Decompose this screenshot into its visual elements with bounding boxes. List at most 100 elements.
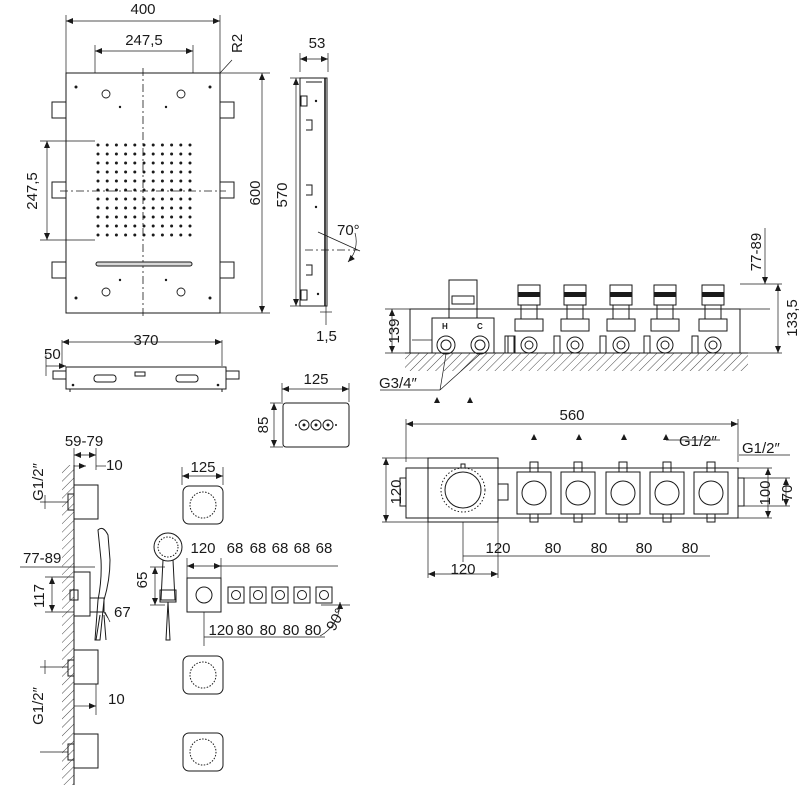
nozzle-hole [114, 206, 118, 210]
nozzle-hole [142, 224, 146, 228]
dim-corner-radius: R2 [229, 34, 246, 53]
dim-wall-thread-2: G1/2″ [30, 686, 47, 725]
nozzle-hole [133, 233, 137, 237]
nozzle-hole [114, 188, 118, 192]
nozzle-hole [179, 161, 183, 165]
dim-hand-height: 65 [134, 572, 151, 589]
dim-plate-width: 125 [303, 371, 328, 388]
nozzle-hole [151, 233, 155, 237]
nozzle-hole [114, 233, 118, 237]
nozzle-hole [188, 188, 192, 192]
front-button [293, 586, 311, 604]
dim-wall-depth-range: 77-89 [23, 550, 61, 567]
dim-block-height: 120 [388, 479, 405, 504]
nozzle-hole [142, 161, 146, 165]
dim-side-offset: 1,5 [316, 328, 337, 345]
front-button [315, 586, 333, 604]
body-jets [181, 467, 224, 772]
nozzle-hole [105, 197, 109, 201]
nozzle-hole [151, 215, 155, 219]
dim-jet-width: 125 [190, 459, 215, 476]
nozzle-hole [151, 143, 155, 147]
dim-spacing-5: 80 [682, 540, 699, 557]
nozzle-hole [96, 215, 100, 219]
dim-spray-width: 247,5 [125, 32, 163, 49]
panel-side-view [290, 53, 361, 325]
nozzle-hole [160, 224, 164, 228]
nozzle-hole [179, 143, 183, 147]
nozzle-hole [142, 170, 146, 174]
nozzle-hole [170, 170, 174, 174]
dim-body-height-1: 100 [757, 480, 774, 505]
dim-panel-height: 600 [247, 180, 264, 205]
nozzle-hole [160, 188, 164, 192]
nozzle-hole [124, 215, 128, 219]
nozzle-hole [124, 233, 128, 237]
dim-outlet-range: 77-89 [748, 233, 765, 271]
nozzle-hole [179, 224, 183, 228]
nozzle-hole [142, 152, 146, 156]
front-outlet [649, 461, 685, 523]
valve-cartridge [507, 284, 544, 354]
nozzle-hole [142, 143, 146, 147]
nozzle-hole [114, 161, 118, 165]
dim-bottom-width: 370 [133, 332, 158, 349]
nozzle-hole [142, 233, 146, 237]
nozzle-hole [151, 188, 155, 192]
dim-front-spacing-first: 120 [208, 622, 233, 639]
nozzle-hole [151, 224, 155, 228]
nozzle-hole [105, 170, 109, 174]
nozzle-hole [188, 143, 192, 147]
valve-cartridges [504, 284, 728, 354]
nozzle-hole [142, 197, 146, 201]
front-outlet [605, 461, 641, 523]
nozzle-hole [133, 197, 137, 201]
dim-front-pitch-4: 68 [294, 540, 311, 557]
nozzle-hole [105, 224, 109, 228]
valve-side-view [380, 228, 782, 403]
nozzle-hole [124, 197, 128, 201]
dim-valve-depth: 139 [386, 318, 403, 343]
nozzle-hole [133, 206, 137, 210]
nozzle-hole [96, 152, 100, 156]
nozzle-hole [133, 179, 137, 183]
nozzle-hole [114, 224, 118, 228]
nozzle-hole [142, 206, 146, 210]
nozzle-hole [96, 143, 100, 147]
nozzle-grid [96, 143, 192, 237]
dim-wall-range: 59-79 [65, 433, 103, 450]
nozzle-hole [96, 170, 100, 174]
nozzle-hole [105, 143, 109, 147]
nozzle-hole [96, 206, 100, 210]
wall-section [20, 448, 111, 785]
nozzle-hole [96, 233, 100, 237]
cold-label: C [477, 322, 483, 331]
dim-bottom-depth: 50 [44, 346, 61, 363]
dim-front-block: 120 [190, 540, 215, 557]
nozzle-hole [124, 188, 128, 192]
dim-wall-offset-2: 10 [108, 691, 125, 708]
nozzle-hole [188, 224, 192, 228]
nozzle-hole [160, 143, 164, 147]
dim-body-width: 560 [559, 407, 584, 424]
nozzle-hole [133, 152, 137, 156]
nozzle-hole [160, 215, 164, 219]
valve-cartridge [691, 284, 728, 354]
nozzle-hole [170, 188, 174, 192]
nozzle-hole [105, 161, 109, 165]
nozzle-hole [105, 152, 109, 156]
inlet-connector [504, 335, 516, 354]
nozzle-hole [160, 206, 164, 210]
valve-cartridge [553, 284, 590, 354]
dim-front-spacing-2: 80 [237, 622, 254, 639]
nozzle-hole [151, 197, 155, 201]
nozzle-hole [179, 206, 183, 210]
front-button [249, 586, 267, 604]
nozzle-hole [160, 197, 164, 201]
nozzle-hole [179, 215, 183, 219]
nozzle-hole [151, 170, 155, 174]
nozzle-hole [160, 179, 164, 183]
dim-inlet-thread: G3/4″ [379, 375, 418, 392]
nozzle-hole [188, 179, 192, 183]
